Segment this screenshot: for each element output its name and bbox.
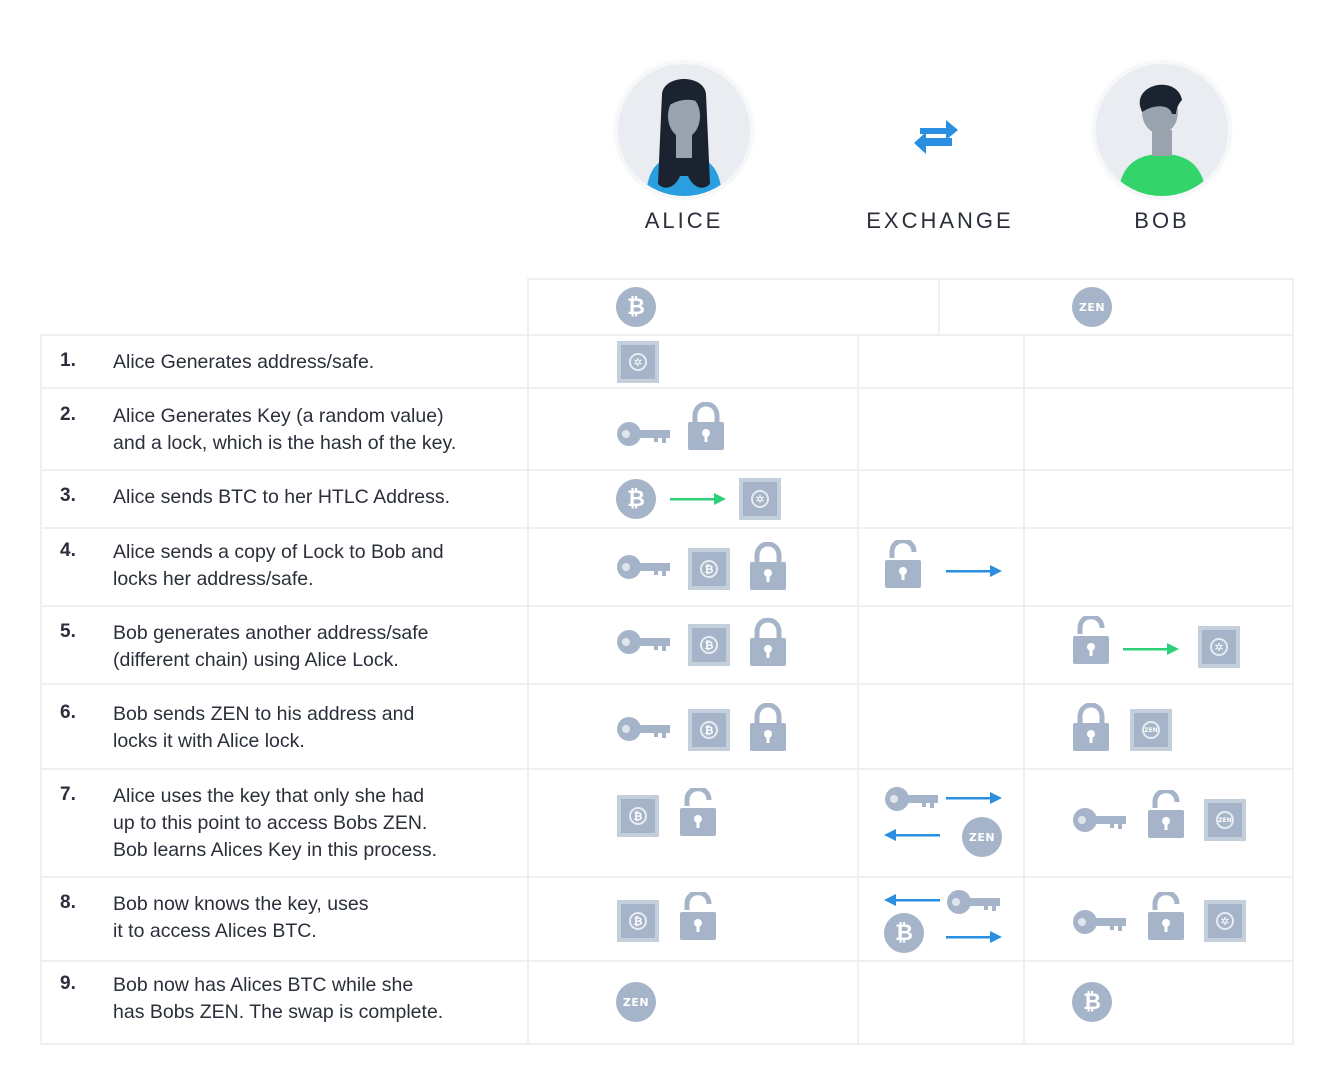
exchange-arrows-icon xyxy=(914,120,958,154)
step-3-text: Alice sends BTC to her HTLC Address. xyxy=(113,486,451,508)
lock-icon xyxy=(748,703,788,751)
btc-safe-icon: ₿ xyxy=(688,709,730,751)
zen-coin-icon: ZEN xyxy=(962,817,1002,857)
step-6-text: Bob sends ZEN to his address and locks i… xyxy=(113,703,415,752)
btc-coin-icon: ₿ xyxy=(884,913,924,953)
lock-icon xyxy=(686,402,726,450)
lock-open-icon xyxy=(678,892,718,940)
step-1-text: Alice Generates address/safe. xyxy=(113,351,375,373)
step-1-number: 1. xyxy=(60,350,76,371)
btc-safe-icon: ₿ xyxy=(617,900,659,942)
safe-icon: ✲ xyxy=(617,341,659,383)
step-6-number: 6. xyxy=(60,702,76,723)
lock-open-icon xyxy=(1146,790,1186,838)
step-4-text: Alice sends a copy of Lock to Bob and lo… xyxy=(113,541,444,590)
lock-open-icon xyxy=(883,540,923,588)
zen-safe-icon: ZEN xyxy=(1204,799,1246,841)
arrow-right-icon xyxy=(946,791,1002,805)
step-4-number: 4. xyxy=(60,540,76,561)
alice-avatar-icon xyxy=(618,64,750,196)
zen-coin-icon: ZEN xyxy=(616,982,656,1022)
step-9-number: 9. xyxy=(60,973,76,994)
step-3-number: 3. xyxy=(60,485,76,506)
arrow-right-icon xyxy=(670,492,726,506)
key-icon xyxy=(616,628,672,656)
lock-icon xyxy=(748,618,788,666)
zen-coin-icon: ZEN xyxy=(1072,287,1112,327)
arrow-right-icon xyxy=(946,564,1002,578)
key-icon xyxy=(616,420,672,448)
exchange-label: EXCHANGE xyxy=(866,208,1014,233)
key-icon xyxy=(946,888,1002,916)
bob-label: BOB xyxy=(1134,208,1190,233)
bob-avatar-icon xyxy=(1096,64,1228,196)
arrow-left-icon xyxy=(884,828,940,842)
btc-safe-icon: ₿ xyxy=(617,795,659,837)
arrow-right-icon xyxy=(1123,642,1179,656)
key-icon xyxy=(884,785,940,813)
step-5-text: Bob generates another address/safe (diff… xyxy=(113,622,429,671)
btc-safe-icon: ₿ xyxy=(688,548,730,590)
btc-safe-icon: ₿ xyxy=(688,624,730,666)
step-5-number: 5. xyxy=(60,621,76,642)
step-2-number: 2. xyxy=(60,404,76,425)
key-icon xyxy=(616,553,672,581)
arrow-left-icon xyxy=(884,893,940,907)
step-8-number: 8. xyxy=(60,892,76,913)
lock-open-icon xyxy=(1146,892,1186,940)
btc-coin-icon: ₿ xyxy=(616,479,656,519)
lock-open-icon xyxy=(678,788,718,836)
arrow-right-icon xyxy=(946,930,1002,944)
key-icon xyxy=(1072,806,1128,834)
lock-open-icon xyxy=(1071,616,1111,664)
step-7-text: Alice uses the key that only she had up … xyxy=(113,785,438,861)
bob-avatar xyxy=(1096,64,1228,196)
btc-coin-icon: ₿ xyxy=(616,287,656,327)
alice-label: ALICE xyxy=(644,208,724,233)
lock-icon xyxy=(748,542,788,590)
zen-safe-icon: ZEN xyxy=(1130,709,1172,751)
step-7-number: 7. xyxy=(60,784,76,805)
step-8-text: Bob now knows the key, uses it to access… xyxy=(113,893,369,942)
step-9-text: Bob now has Alices BTC while she has Bob… xyxy=(113,974,444,1023)
lock-icon xyxy=(1071,703,1111,751)
step-2-text: Alice Generates Key (a random value) and… xyxy=(113,405,457,454)
key-icon xyxy=(616,715,672,743)
alice-avatar xyxy=(618,64,750,196)
key-icon xyxy=(1072,908,1128,936)
safe-icon: ✲ xyxy=(739,478,781,520)
safe-icon: ✲ xyxy=(1204,900,1246,942)
btc-coin-icon: ₿ xyxy=(1072,982,1112,1022)
safe-icon: ✲ xyxy=(1198,626,1240,668)
